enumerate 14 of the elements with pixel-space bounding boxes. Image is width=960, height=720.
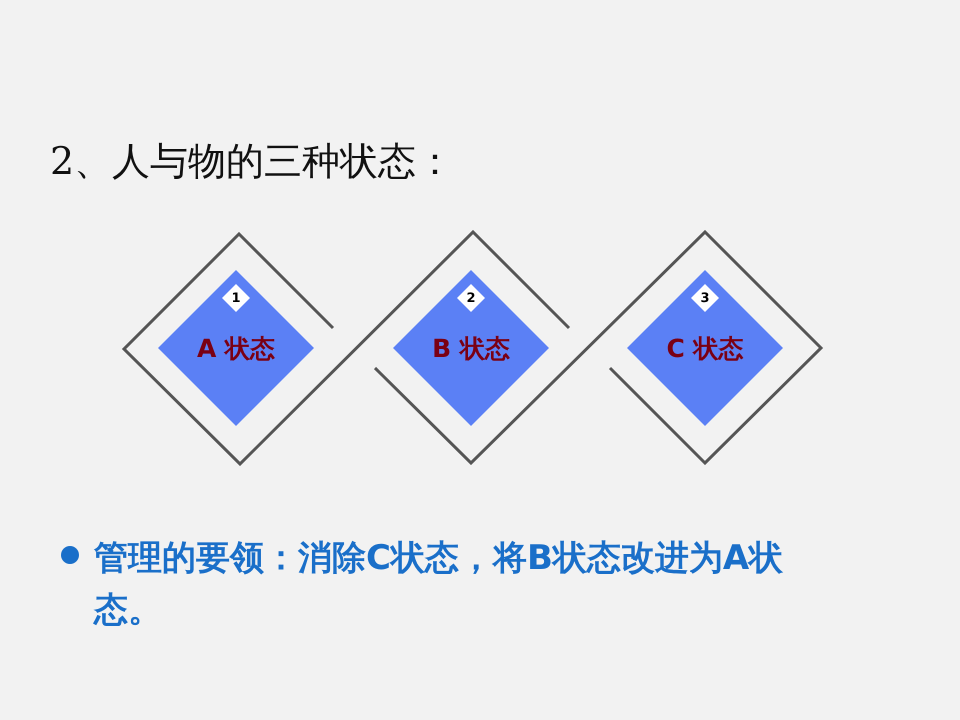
state-label: B 状态: [432, 332, 510, 364]
number-label: 2: [466, 290, 476, 306]
state-label: A 状态: [196, 332, 276, 364]
state-diamond: [158, 270, 314, 426]
number-label: 3: [700, 290, 710, 306]
number-diamond: [222, 284, 250, 312]
bullet-text: 管理的要领：消除C状态，将B状态改进为A状态。: [94, 537, 784, 632]
title: 2、人与物的三种状态：: [50, 138, 454, 185]
number-diamond: [691, 284, 719, 312]
number-label: 1: [231, 290, 241, 306]
state-diamond: [627, 270, 783, 426]
number-diamond: [457, 284, 485, 312]
state-label: C 状态: [666, 332, 744, 364]
state-diamond: [393, 270, 549, 426]
